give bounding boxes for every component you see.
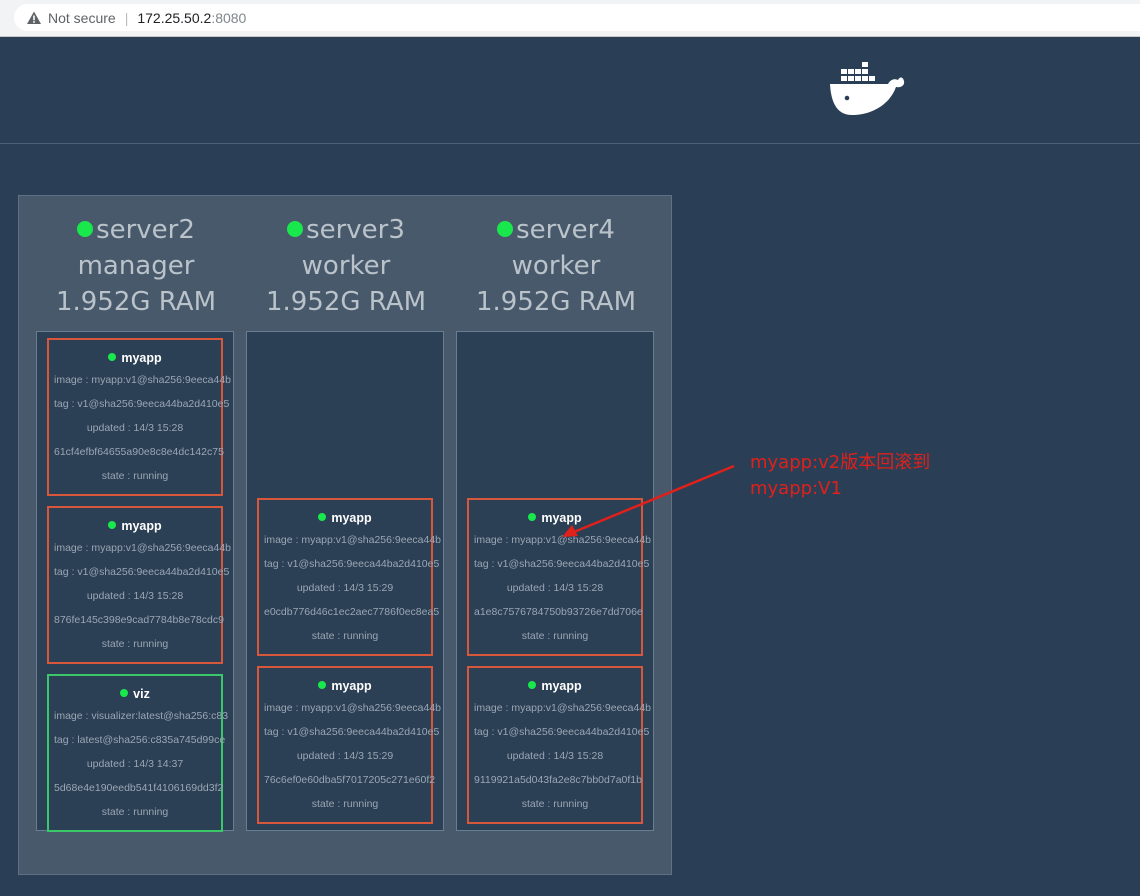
task-card[interactable]: myapp image : myapp:v1@sha256:9eeca44b t… [257,666,442,824]
task-name: myapp [121,351,162,365]
node-status-dot [77,221,94,237]
task-image: image : myapp:v1@sha256:9eeca44b [264,702,442,714]
task-name: myapp [541,679,582,693]
task-state: state : running [101,638,169,650]
browser-address-bar: Not secure | 172.25.50.2:8080 [0,0,1140,37]
node-column-server3: myapp image : myapp:v1@sha256:9eeca44b t… [246,331,444,831]
node-name: server3 [306,215,405,245]
task-card[interactable]: myapp image : myapp:v1@sha256:9eeca44b t… [467,498,652,656]
task-id: 5d68e4e190eedb541f4106169dd3f2 [54,782,224,794]
task-tag: tag : v1@sha256:9eeca44ba2d410e5 [54,566,230,578]
rollback-annotation: myapp:v2版本回滚到 myapp:V1 [750,450,930,502]
task-tag: tag : v1@sha256:9eeca44ba2d410e5 [264,558,440,570]
task-name: myapp [541,511,582,525]
task-state: state : running [311,798,379,810]
task-image: image : myapp:v1@sha256:9eeca44b [264,534,442,546]
url-separator: | [124,9,129,26]
task-state: state : running [521,798,589,810]
task-id: 76c6ef0e60dba5f7017205c271e60f2 [264,774,436,786]
task-state: state : running [311,630,379,642]
node-name: server2 [96,215,195,245]
task-image: image : myapp:v1@sha256:9eeca44b [54,374,232,386]
annotation-line-1: myapp:v2版本回滚到 [750,452,931,473]
node-ram: 1.952G RAM [475,287,637,317]
task-id: e0cdb776d46c1ec2aec7786f0ec8ea5 [264,606,440,618]
url-port[interactable]: :8080 [211,9,247,26]
task-status-dot [318,513,327,521]
task-status-dot [528,513,537,521]
task-card[interactable]: myapp image : myapp:v1@sha256:9eeca44b t… [47,338,232,496]
task-status-dot [120,689,129,697]
task-updated: updated : 14/3 15:29 [296,750,394,762]
task-tag: tag : v1@sha256:9eeca44ba2d410e5 [474,726,650,738]
warning-icon[interactable] [26,10,42,26]
task-name: viz [133,687,150,701]
task-status-dot [108,521,117,529]
task-tag: tag : v1@sha256:9eeca44ba2d410e5 [474,558,650,570]
task-image: image : myapp:v1@sha256:9eeca44b [54,542,232,554]
node-status-dot [287,221,304,237]
task-updated: updated : 14/3 15:28 [86,590,184,602]
task-updated: updated : 14/3 14:37 [86,758,184,770]
node-status-dot [497,221,514,237]
node-column-server2: myapp image : myapp:v1@sha256:9eeca44b t… [36,331,234,832]
security-label[interactable]: Not secure [48,9,116,26]
task-updated: updated : 14/3 15:28 [86,422,184,434]
task-updated: updated : 14/3 15:28 [506,750,604,762]
task-tag: tag : v1@sha256:9eeca44ba2d410e5 [264,726,440,738]
task-id: 9119921a5d043fa2e8c7bb0d7a0f1b [474,774,642,786]
node-role: manager [77,251,195,281]
swarm-cluster: server2 manager 1.952G RAM server3 worke… [18,195,672,875]
task-card[interactable]: myapp image : myapp:v1@sha256:9eeca44b t… [257,498,442,656]
node-role: worker [301,251,391,281]
node-column-server4: myapp image : myapp:v1@sha256:9eeca44b t… [456,331,654,831]
task-name: myapp [121,519,162,533]
annotation-line-2: myapp:V1 [750,478,842,499]
task-image: image : visualizer:latest@sha256:c83 [54,710,229,722]
task-image: image : myapp:v1@sha256:9eeca44b [474,702,652,714]
task-tag: tag : v1@sha256:9eeca44ba2d410e5 [54,398,230,410]
task-status-dot [108,353,117,361]
node-header-server2: server2 manager 1.952G RAM [36,212,236,320]
task-card[interactable]: viz image : visualizer:latest@sha256:c83… [47,674,229,832]
url-omnibox[interactable]: Not secure | 172.25.50.2:8080 [14,4,1140,31]
task-state: state : running [521,630,589,642]
task-id: 876fe145c398e9cad7784b8e78cdc9 [54,614,224,626]
node-role: worker [511,251,601,281]
task-image: image : myapp:v1@sha256:9eeca44b [474,534,652,546]
task-state: state : running [101,470,169,482]
node-name: server4 [516,215,615,245]
task-updated: updated : 14/3 15:28 [506,582,604,594]
task-card[interactable]: myapp image : myapp:v1@sha256:9eeca44b t… [467,666,652,824]
node-ram: 1.952G RAM [55,287,217,317]
task-id: 61cf4efbf64655a90e8c8e4dc142c75 [54,446,224,458]
task-card[interactable]: myapp image : myapp:v1@sha256:9eeca44b t… [47,506,232,664]
docker-whale-icon [830,62,905,115]
url-host[interactable]: 172.25.50.2 [137,9,212,26]
task-state: state : running [101,806,169,818]
task-name: myapp [331,511,372,525]
task-status-dot [318,681,327,689]
task-status-dot [528,681,537,689]
task-updated: updated : 14/3 15:29 [296,582,394,594]
header-divider [0,143,1140,144]
node-ram: 1.952G RAM [265,287,427,317]
node-header-server4: server4 worker 1.952G RAM [456,212,656,320]
node-header-server3: server3 worker 1.952G RAM [246,212,446,320]
task-tag: tag : latest@sha256:c835a745d99ce [54,734,226,746]
task-name: myapp [331,679,372,693]
task-id: a1e8c7576784750b93726e7dd706e [474,606,643,618]
